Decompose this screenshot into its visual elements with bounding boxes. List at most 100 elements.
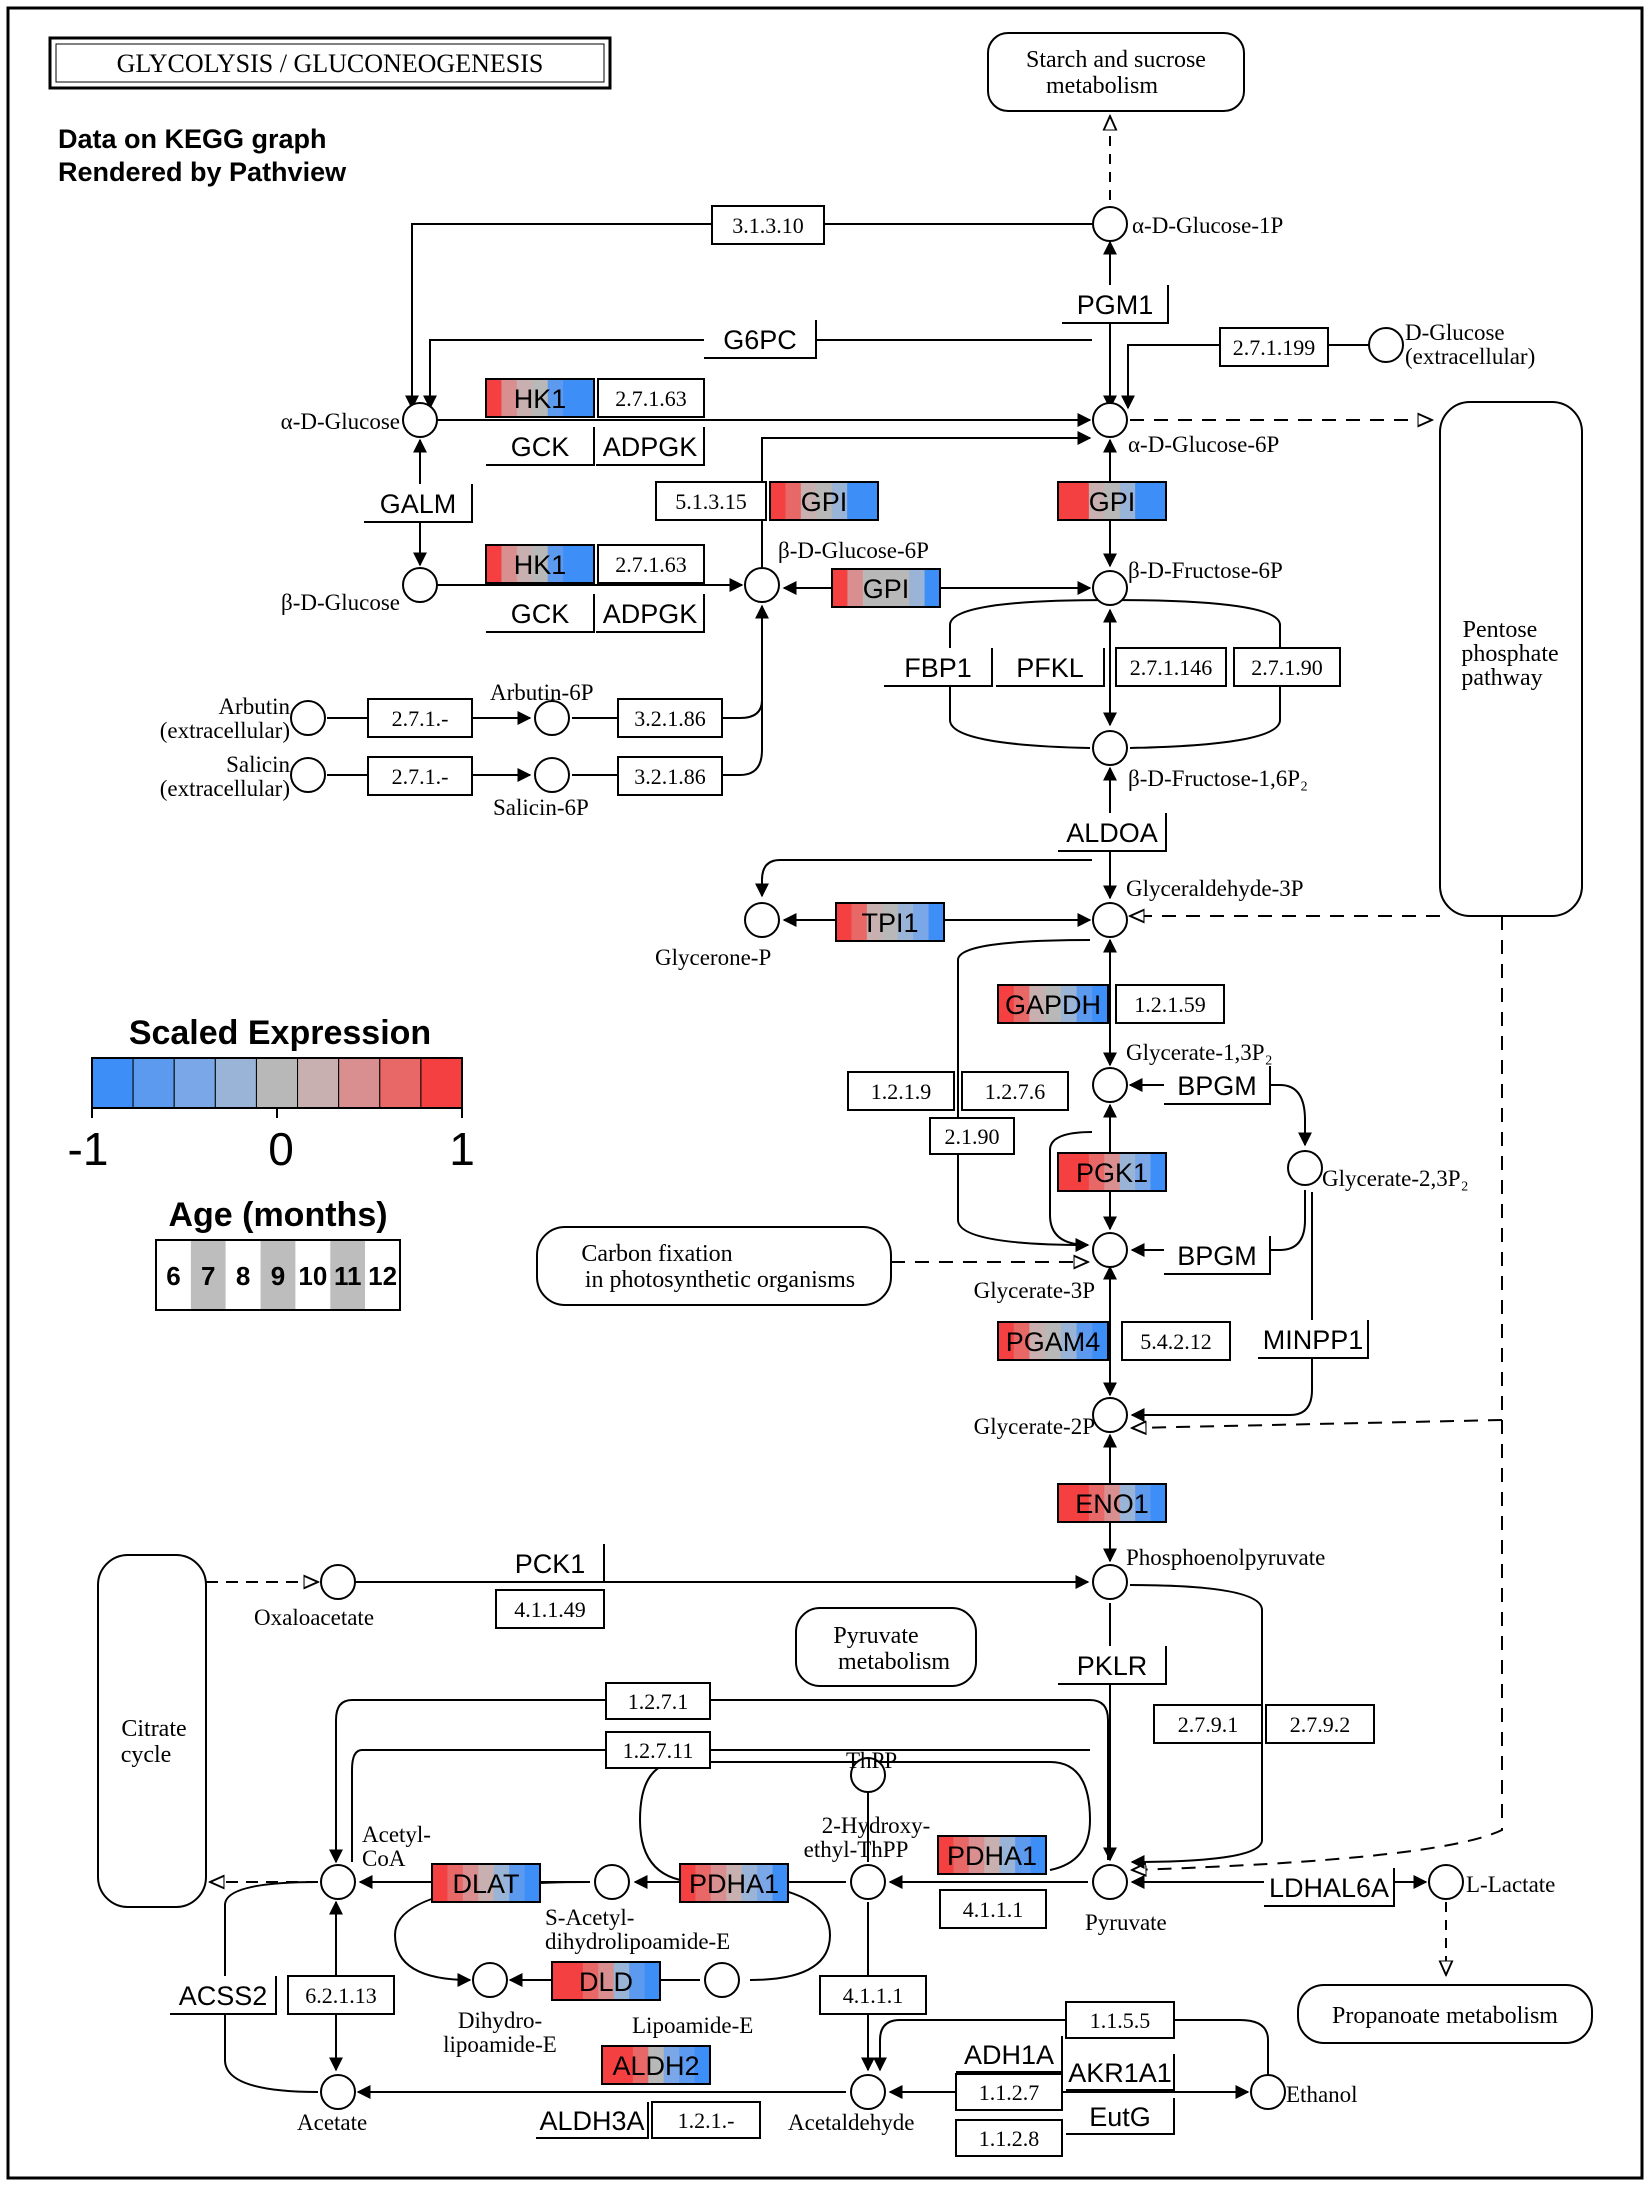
- ec-box-ec_271146[interactable]: [1115, 647, 1227, 687]
- node-d-glc-ext[interactable]: [1368, 327, 1404, 363]
- ec-box-ec_12159[interactable]: [1115, 984, 1225, 1024]
- ec-box-ec_271199[interactable]: [1219, 327, 1329, 367]
- gene-box-g6pc[interactable]: [704, 320, 816, 358]
- ec-box-ec_31310[interactable]: [711, 205, 825, 245]
- ec-box-ec_51315[interactable]: [655, 481, 767, 521]
- gene-box-adh1a[interactable]: [956, 2036, 1062, 2072]
- ec-box-ec_62113[interactable]: [287, 1975, 395, 2015]
- expr-gene-pgk1[interactable]: PGK1: [1057, 1152, 1167, 1192]
- ec-box-ec_41149[interactable]: [495, 1589, 605, 1629]
- ec-box-ec_4111b[interactable]: [819, 1975, 927, 2015]
- expr-gene-eno1[interactable]: ENO1: [1057, 1483, 1167, 1523]
- node-dihydrolipo[interactable]: [472, 1962, 508, 1998]
- gene-box-aldoa[interactable]: [1058, 813, 1166, 851]
- expr-gene-pdha1_a[interactable]: PDHA1: [679, 1863, 789, 1903]
- gene-box-pgm1[interactable]: [1062, 285, 1168, 323]
- ec-box-ec_2190[interactable]: [929, 1117, 1015, 1155]
- gene-box-adpgk_b[interactable]: [596, 594, 704, 632]
- ec-box-ec_1276[interactable]: [961, 1071, 1069, 1111]
- ec-box-ec_1219[interactable]: [847, 1071, 955, 1111]
- node-a-glc-6p[interactable]: [1092, 402, 1128, 438]
- node-salicin[interactable]: [290, 757, 326, 793]
- pathway-box-carbon-fixation[interactable]: Carbon fixation in photosynthetic organi…: [536, 1226, 892, 1306]
- expr-gene-gpi_b[interactable]: GPI: [1057, 481, 1167, 521]
- pathway-box-starch[interactable]: Starch and sucrose metabolism: [987, 32, 1245, 112]
- node-arbutin-6p[interactable]: [534, 700, 570, 736]
- node-a-glc[interactable]: [402, 402, 438, 438]
- ec-box-ec_1271[interactable]: [605, 1682, 711, 1720]
- node-thpp[interactable]: [850, 1757, 886, 1793]
- ec-box-ec_54212[interactable]: [1121, 1321, 1231, 1361]
- node-l-lactate[interactable]: [1428, 1864, 1464, 1900]
- expr-gene-hk1_b[interactable]: HK1: [485, 544, 595, 584]
- ec-box-ec_121[interactable]: [651, 2101, 761, 2139]
- gene-box-bpgm_b[interactable]: [1164, 1236, 1270, 1274]
- ec-box-ec_271b[interactable]: [367, 756, 473, 796]
- pathway-box-propanoate[interactable]: Propanoate metabolism: [1297, 1984, 1593, 2044]
- ec-box-ec_27190[interactable]: [1233, 647, 1341, 687]
- node-b-glc-6p[interactable]: [744, 567, 780, 603]
- pathway-box-citrate[interactable]: Citrate cycle: [97, 1554, 207, 1908]
- node-b-fru-16p2[interactable]: [1092, 730, 1128, 766]
- gene-box-gck_b[interactable]: [486, 594, 594, 632]
- gene-box-ldhal6a[interactable]: [1264, 1868, 1394, 1906]
- node-ethanol[interactable]: [1250, 2074, 1286, 2110]
- ec-box-ec_27163a[interactable]: [597, 378, 705, 418]
- expr-gene-pdha1_b[interactable]: PDHA1: [937, 1835, 1047, 1875]
- gene-box-acss2[interactable]: [170, 1976, 276, 2014]
- gene-box-pklr[interactable]: [1058, 1646, 1166, 1684]
- ec-box-ec_32186a[interactable]: [617, 698, 723, 738]
- ec-box-ec_271a[interactable]: [367, 698, 473, 738]
- gene-box-aldh3a[interactable]: [536, 2102, 648, 2138]
- node-g2p[interactable]: [1092, 1397, 1128, 1433]
- node-acetaldehyde[interactable]: [850, 2074, 886, 2110]
- ec-box-ec_32186b[interactable]: [617, 756, 723, 796]
- node-pep[interactable]: [1092, 1564, 1128, 1600]
- expr-gene-dld[interactable]: DLD: [551, 1961, 661, 2001]
- node-oxaloacetate[interactable]: [320, 1564, 356, 1600]
- gene-box-bpgm_a[interactable]: [1164, 1066, 1270, 1104]
- pathway-box-pentose[interactable]: Pentose phosphate pathway: [1439, 401, 1583, 917]
- node-lipoamide[interactable]: [704, 1962, 740, 1998]
- ec-box-ec_1127[interactable]: [955, 2073, 1063, 2111]
- ec-box-ec_4111a[interactable]: [939, 1889, 1047, 1929]
- gene-box-eutg[interactable]: [1066, 2098, 1174, 2134]
- ec-box-ec_12711[interactable]: [605, 1731, 711, 1769]
- expr-gene-aldh2[interactable]: ALDH2: [601, 2045, 711, 2085]
- node-salicin-6p[interactable]: [534, 757, 570, 793]
- expr-gene-gapdh[interactable]: GAPDH: [997, 984, 1109, 1024]
- expr-gene-dlat[interactable]: DLAT: [431, 1863, 541, 1903]
- gene-box-akr1a1[interactable]: [1066, 2054, 1174, 2090]
- node-g13p2[interactable]: [1092, 1067, 1128, 1103]
- gene-box-galm[interactable]: [364, 484, 472, 522]
- gene-box-fbp1[interactable]: [884, 648, 992, 686]
- ec-box-ec_2791[interactable]: [1153, 1704, 1263, 1744]
- ec-box-ec_1155[interactable]: [1065, 2001, 1175, 2039]
- expr-gene-gpi_a[interactable]: GPI: [769, 481, 879, 521]
- node-acetyl-coa[interactable]: [320, 1864, 356, 1900]
- expr-gene-tpi1[interactable]: TPI1: [835, 902, 945, 942]
- node-acetate[interactable]: [320, 2074, 356, 2110]
- node-gap[interactable]: [1092, 902, 1128, 938]
- node-b-fru-6p[interactable]: [1092, 570, 1128, 606]
- node-b-glc[interactable]: [402, 567, 438, 603]
- ec-box-ec_2792[interactable]: [1265, 1704, 1375, 1744]
- expr-gene-pgam4[interactable]: PGAM4: [997, 1321, 1109, 1361]
- node-g23p2[interactable]: [1287, 1150, 1323, 1186]
- gene-box-pfkl[interactable]: [996, 648, 1104, 686]
- gene-box-adpgk_a[interactable]: [596, 427, 704, 465]
- pathway-box-pyruvate[interactable]: Pyruvate metabolism: [795, 1607, 977, 1687]
- node-arbutin[interactable]: [290, 700, 326, 736]
- node-glycerone-p[interactable]: [744, 902, 780, 938]
- node-a-glc-1p[interactable]: [1092, 206, 1128, 242]
- node-pyruvate[interactable]: [1092, 1864, 1128, 1900]
- node-g3p[interactable]: [1092, 1232, 1128, 1268]
- gene-box-pck1[interactable]: [496, 1544, 604, 1582]
- node-hydroxyethyl[interactable]: [850, 1864, 886, 1900]
- expr-gene-gpi_c[interactable]: GPI: [831, 568, 941, 608]
- expr-gene-hk1_a[interactable]: HK1: [485, 378, 595, 418]
- ec-box-ec_27163b[interactable]: [597, 544, 705, 584]
- node-s-acetyl[interactable]: [594, 1864, 630, 1900]
- gene-box-gck_a[interactable]: [486, 427, 594, 465]
- ec-box-ec_1128[interactable]: [955, 2119, 1063, 2157]
